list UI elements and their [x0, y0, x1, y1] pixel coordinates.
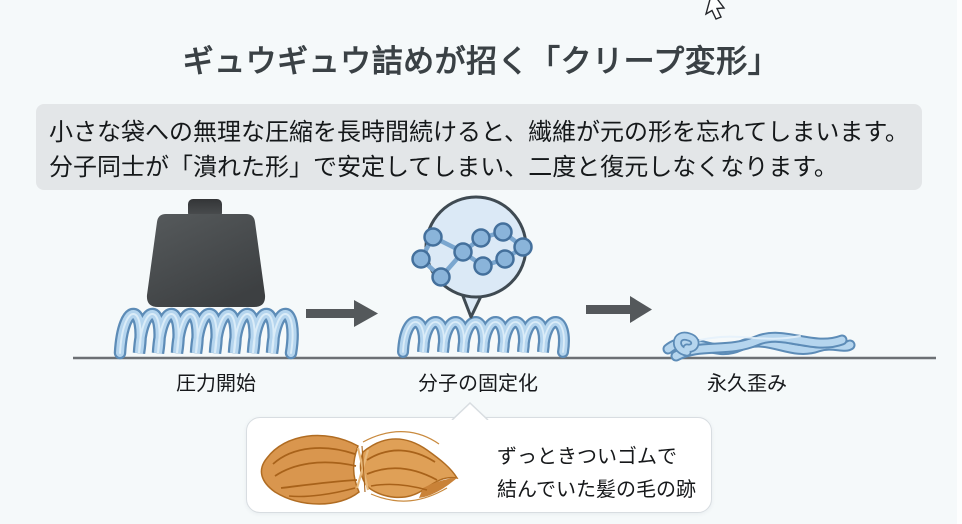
cursor-pointer-icon [704, 0, 726, 20]
weight-knob [188, 199, 222, 218]
description-line-2: 分子同士が「潰れた形」で安定してしまい、二度と復元しなくなります。 [49, 154, 838, 181]
weight-on-spring-icon [113, 199, 299, 360]
description-box: 小さな袋への無理な圧縮を長時間続けると、繊維が元の形を忘れてしまいます。 分子同… [36, 104, 922, 190]
right-edge-strip [957, 0, 962, 524]
molecule-magnifier-icon [411, 195, 533, 319]
tied-ponytail-icon [260, 431, 459, 505]
hair-tip [419, 478, 457, 498]
squashed-spring-icon [397, 316, 570, 358]
callout-pointer-triangle [451, 401, 489, 420]
stage-label-pressure-start: 圧力開始 [176, 373, 256, 395]
page-title: ギュウギュウ詰めが招く「クリープ変形」 [182, 44, 780, 79]
process-diagram [73, 195, 936, 362]
stage-label-permanent-distortion: 永久歪み [707, 373, 787, 395]
weight-body [146, 214, 266, 307]
arrow-right-icon [306, 300, 378, 327]
stage-label-molecular-fixation: 分子の固定化 [418, 373, 538, 395]
callout-line-2: 結んでいた髪の毛の跡 [497, 479, 696, 501]
hair-tie-band [355, 445, 370, 493]
callout-line-1: ずっときついゴムで [497, 446, 677, 468]
callout-text-block: ずっときついゴムで 結んでいた髪の毛の跡 [497, 441, 696, 507]
flattened-fiber-icon [662, 331, 856, 362]
molecule-nodes [411, 222, 533, 287]
description-line-1: 小さな袋への無理な圧縮を長時間続けると、繊維が元の形を忘れてしまいます。 [49, 119, 909, 146]
hair-left-bundle [260, 434, 360, 505]
compressed-spring-icon [113, 307, 299, 360]
arrow-right-icon [586, 296, 652, 323]
